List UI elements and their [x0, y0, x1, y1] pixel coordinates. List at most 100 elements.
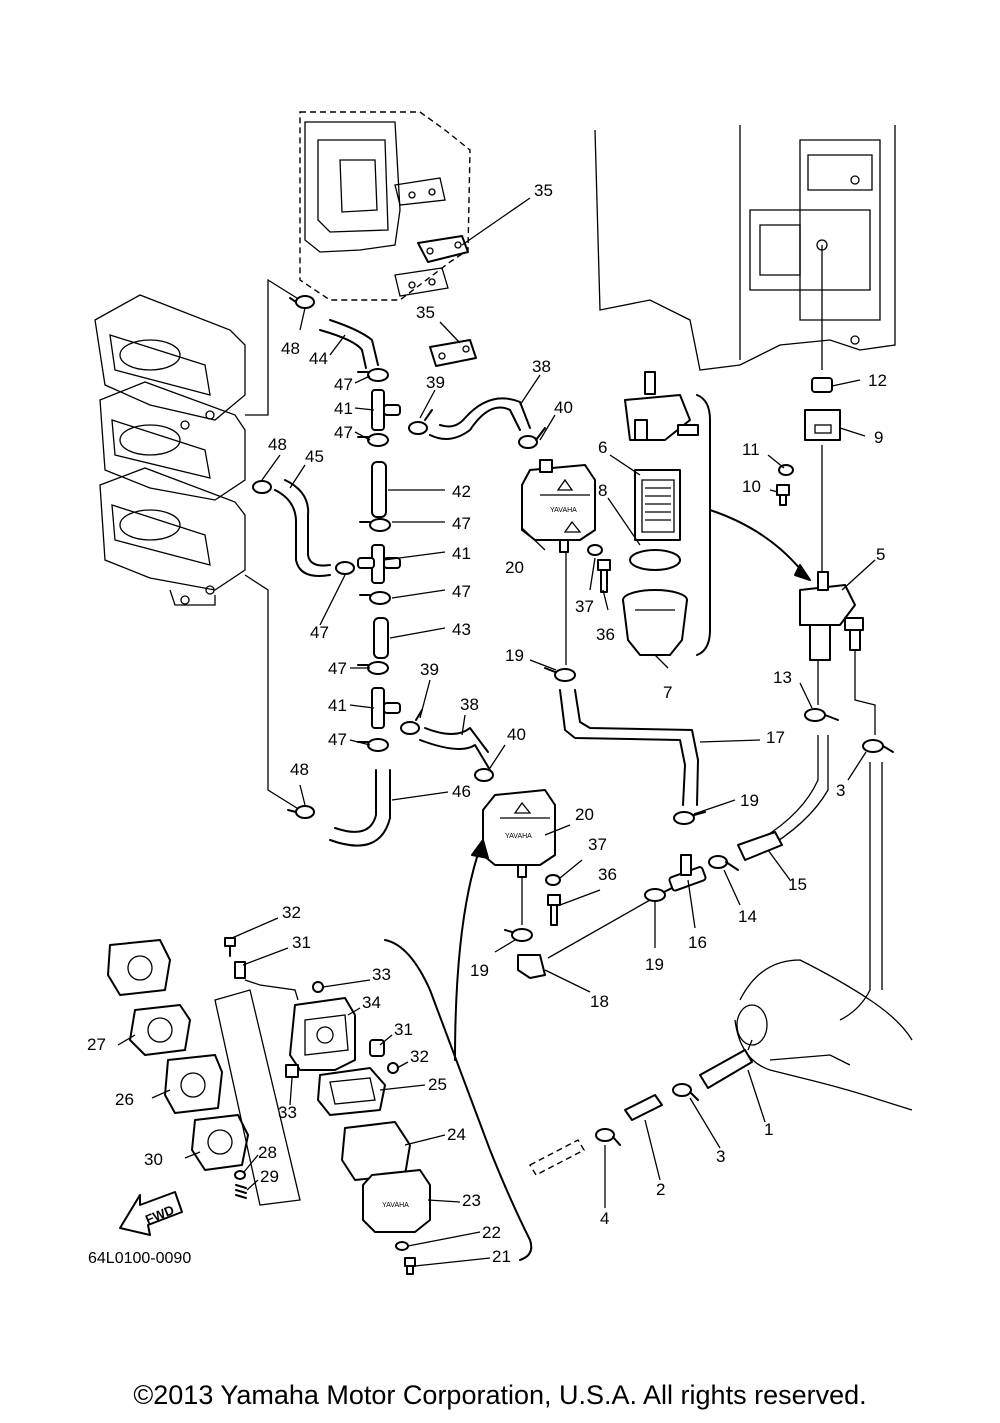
hose-dashed: [529, 1139, 585, 1176]
callout-31-b: 31: [394, 1020, 413, 1039]
clip-3-lower: [672, 1083, 699, 1101]
callout-37-b: 37: [588, 835, 607, 854]
callout-39-a: 39: [426, 373, 445, 392]
callout-8: 8: [598, 481, 607, 500]
callout-30: 30: [144, 1150, 163, 1169]
clip-47-d: [359, 591, 391, 605]
callout-18: 18: [590, 992, 609, 1011]
callout-35-b: 35: [416, 303, 435, 322]
callout-2: 2: [656, 1180, 665, 1199]
callout-3-b: 3: [716, 1147, 725, 1166]
joint-41-b: [357, 544, 401, 584]
hose-42: [371, 461, 387, 518]
callout-36-a: 36: [596, 625, 615, 644]
callout-24: 24: [447, 1125, 466, 1144]
screw-21: [404, 1257, 416, 1275]
callout-38-a: 38: [532, 357, 551, 376]
callout-12: 12: [868, 371, 887, 390]
callout-46: 46: [452, 782, 471, 801]
callout-33-a: 33: [372, 965, 391, 984]
hose-46: [329, 769, 391, 847]
callout-7: 7: [663, 683, 672, 702]
callout-47-e: 47: [310, 623, 329, 642]
callout-41-b: 41: [452, 544, 471, 563]
callout-4: 4: [600, 1209, 609, 1228]
callout-3-a: 3: [836, 781, 845, 800]
screw-33-upper: [312, 981, 324, 993]
pump-body-34: [289, 997, 356, 1071]
diagram-reference-code: 64L0100-0090: [88, 1250, 192, 1267]
callout-41-a: 41: [334, 399, 353, 418]
callout-29: 29: [260, 1167, 279, 1186]
callout-47-b: 47: [334, 423, 353, 442]
copyright-notice: ©2013 Yamaha Motor Corporation, U.S.A. A…: [133, 1380, 867, 1410]
callout-labels: 35 35 38 40 39 48 44 47 41 47 48 45 42 4…: [87, 181, 887, 1266]
callout-41-c: 41: [328, 696, 347, 715]
joint-16: [668, 854, 707, 892]
clip-4: [595, 1128, 621, 1146]
screw-32-upper: [224, 937, 236, 957]
clip-40-upper: [518, 427, 546, 449]
hose-44: [319, 319, 379, 369]
nut-33-lower: [285, 1064, 299, 1078]
pump-brand-mark-lower: YAVAHA: [505, 833, 532, 840]
engine-block-right-outline: [594, 125, 896, 371]
screw-32-lower: [387, 1062, 399, 1074]
callout-31-a: 31: [292, 933, 311, 952]
carburetor-stack: [94, 294, 246, 606]
diaphragm-26: [164, 1054, 223, 1114]
clip-40-lower: [474, 768, 494, 782]
callout-48-a: 48: [281, 339, 300, 358]
filter-cup-7: [622, 589, 688, 656]
filter-element-6: [634, 469, 681, 541]
callout-47-f: 47: [328, 659, 347, 678]
washer-37-lower: [545, 874, 561, 886]
gasket-27-plate: [129, 1004, 191, 1056]
hose-43: [373, 617, 389, 659]
callout-33-b: 33: [278, 1103, 297, 1122]
check-valve-31: [369, 1039, 385, 1057]
crankcase-block-outline: [299, 111, 471, 301]
callout-20-b: 20: [575, 805, 594, 824]
clip-19-b: [673, 811, 706, 825]
callout-40-b: 40: [507, 725, 526, 744]
callout-5: 5: [876, 545, 885, 564]
washer-37-upper: [587, 544, 603, 556]
callout-19-a: 19: [505, 646, 524, 665]
o-ring-8: [629, 549, 681, 571]
callout-14: 14: [738, 907, 757, 926]
callout-48-c: 48: [290, 760, 309, 779]
callout-45: 45: [305, 447, 324, 466]
callout-17: 17: [766, 728, 785, 747]
callout-16: 16: [688, 933, 707, 952]
hose-38-lower: [419, 727, 491, 771]
gasket-30: [191, 1114, 249, 1171]
hose-17: [559, 689, 699, 806]
clip-47-f: [357, 738, 389, 752]
callout-23: 23: [462, 1191, 481, 1210]
hose-45: [274, 479, 331, 577]
callout-44: 44: [309, 349, 328, 368]
bolt-36-lower: [547, 894, 561, 926]
callout-27: 27: [87, 1035, 106, 1054]
callout-47-c: 47: [452, 514, 471, 533]
callout-38-b: 38: [460, 695, 479, 714]
screw-31-upper: [234, 961, 246, 979]
callout-6: 6: [598, 438, 607, 457]
callout-48-b: 48: [268, 435, 287, 454]
fwd-direction-arrow: FWD: [119, 1191, 183, 1236]
fuel-pump-20-upper: YAVAHA: [521, 459, 596, 553]
callout-13: 13: [773, 668, 792, 687]
callout-20-a: 20: [505, 558, 524, 577]
callout-43: 43: [452, 620, 471, 639]
callout-32-a: 32: [282, 903, 301, 922]
clip-13: [804, 708, 839, 722]
clip-3-right: [862, 739, 894, 753]
fuel-filter-5: [799, 571, 864, 661]
gasket-35-upper: [417, 235, 469, 263]
joint-41-c: [371, 687, 401, 729]
clip-14: [708, 855, 739, 871]
callout-22: 22: [482, 1223, 501, 1242]
clip-48-mid: [252, 480, 272, 494]
